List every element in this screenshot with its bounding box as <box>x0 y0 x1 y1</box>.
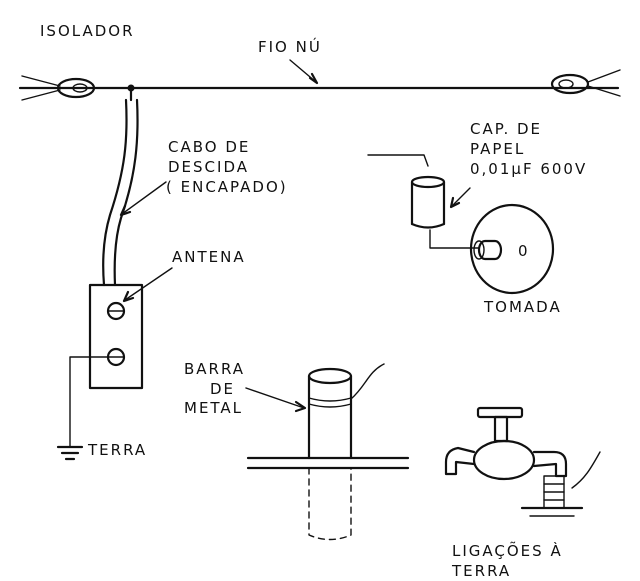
label-antena: ANTENA <box>172 248 246 266</box>
label-tomada-hole: 0 <box>518 242 530 260</box>
label-barra-2: DE <box>210 380 235 398</box>
label-cabo-1: CABO DE <box>168 138 250 156</box>
left-insulator <box>21 75 96 101</box>
label-ligacoes-1: LIGAÇÕES À <box>452 541 563 560</box>
down-lead-cable <box>102 86 139 287</box>
label-barra-1: BARRA <box>184 360 245 378</box>
label-ligacoes-2: TERRA <box>451 562 511 580</box>
label-cap-2: PAPEL <box>470 140 525 158</box>
wall-outlet <box>469 203 555 295</box>
right-insulator <box>550 69 621 97</box>
label-fio-nu: FIO NÚ <box>258 37 322 56</box>
ground-symbol <box>56 356 109 461</box>
paper-capacitor <box>367 154 479 249</box>
label-cap-1: CAP. DE <box>470 120 542 138</box>
label-barra-3: METAL <box>184 399 243 417</box>
leader-lines <box>119 59 471 413</box>
terminal-block <box>88 283 144 390</box>
label-isolador: ISOLADOR <box>40 22 135 40</box>
label-terra: TERRA <box>87 441 147 459</box>
label-cabo-3: ( ENCAPADO) <box>166 178 288 196</box>
label-tomada: TOMADA <box>483 298 562 316</box>
label-cap-3: 0,01µF 600V <box>470 160 587 178</box>
water-faucet <box>444 406 601 517</box>
label-cabo-2: DESCIDA <box>168 158 249 176</box>
metal-ground-rod <box>246 363 410 541</box>
